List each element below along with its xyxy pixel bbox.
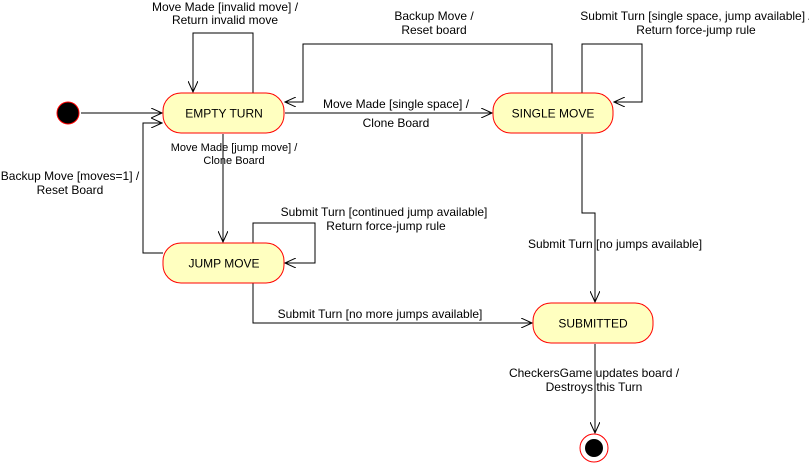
label-backup-moves1-line2: Reset Board xyxy=(37,183,104,197)
edge-jump-to-submitted xyxy=(252,283,532,323)
label-continued-jump-line2: Return force-jump rule xyxy=(326,219,446,233)
label-backup-moves1-line1: Backup Move [moves=1] / xyxy=(1,169,140,183)
label-invalid-move-line1: Move Made [invalid move] / xyxy=(152,0,299,14)
label-backup-reset-line1: Backup Move / xyxy=(394,9,474,23)
final-state-node xyxy=(579,433,609,463)
state-submitted-label: SUBMITTED xyxy=(558,317,628,331)
label-game-updates-line1: CheckersGame updates board / xyxy=(509,366,680,380)
edge-empty-turn-self-loop xyxy=(193,32,254,93)
label-no-jumps: Submit Turn [no jumps available] xyxy=(528,237,702,251)
label-game-updates-line2: Destroys this Turn xyxy=(546,380,643,394)
state-submitted[interactable]: SUBMITTED xyxy=(532,302,654,344)
edge-single-to-submitted xyxy=(581,134,595,302)
state-jump-move[interactable]: JUMP MOVE xyxy=(162,242,285,284)
label-invalid-move-line2: Return invalid move xyxy=(172,13,278,27)
label-submit-force-jump-line1: Submit Turn [single space, jump availabl… xyxy=(580,9,809,23)
state-empty-turn[interactable]: EMPTY TURN xyxy=(162,92,285,134)
state-single-move-label: SINGLE MOVE xyxy=(512,107,595,121)
label-jump-move-line2: Clone Board xyxy=(203,155,264,167)
label-single-space-line1: Move Made [single space] / xyxy=(323,97,470,111)
edge-single-to-empty-backup xyxy=(285,43,553,102)
edge-jump-to-empty-backup xyxy=(142,123,163,254)
label-no-more-jumps: Submit Turn [no more jumps available] xyxy=(278,307,483,321)
label-submit-force-jump-line2: Return force-jump rule xyxy=(636,23,756,37)
initial-state-node xyxy=(56,101,80,125)
label-jump-move-line1: Move Made [jump move] / xyxy=(171,142,298,154)
label-single-space-line2: Clone Board xyxy=(363,116,430,130)
edge-jump-move-self-loop xyxy=(252,222,316,263)
state-empty-turn-label: EMPTY TURN xyxy=(185,107,263,121)
label-backup-reset-line2: Reset board xyxy=(401,23,466,37)
state-jump-move-label: JUMP MOVE xyxy=(188,257,259,271)
label-continued-jump-line1: Submit Turn [continued jump available] xyxy=(281,205,488,219)
edge-single-move-self-loop xyxy=(581,43,643,102)
state-single-move[interactable]: SINGLE MOVE xyxy=(492,92,614,134)
